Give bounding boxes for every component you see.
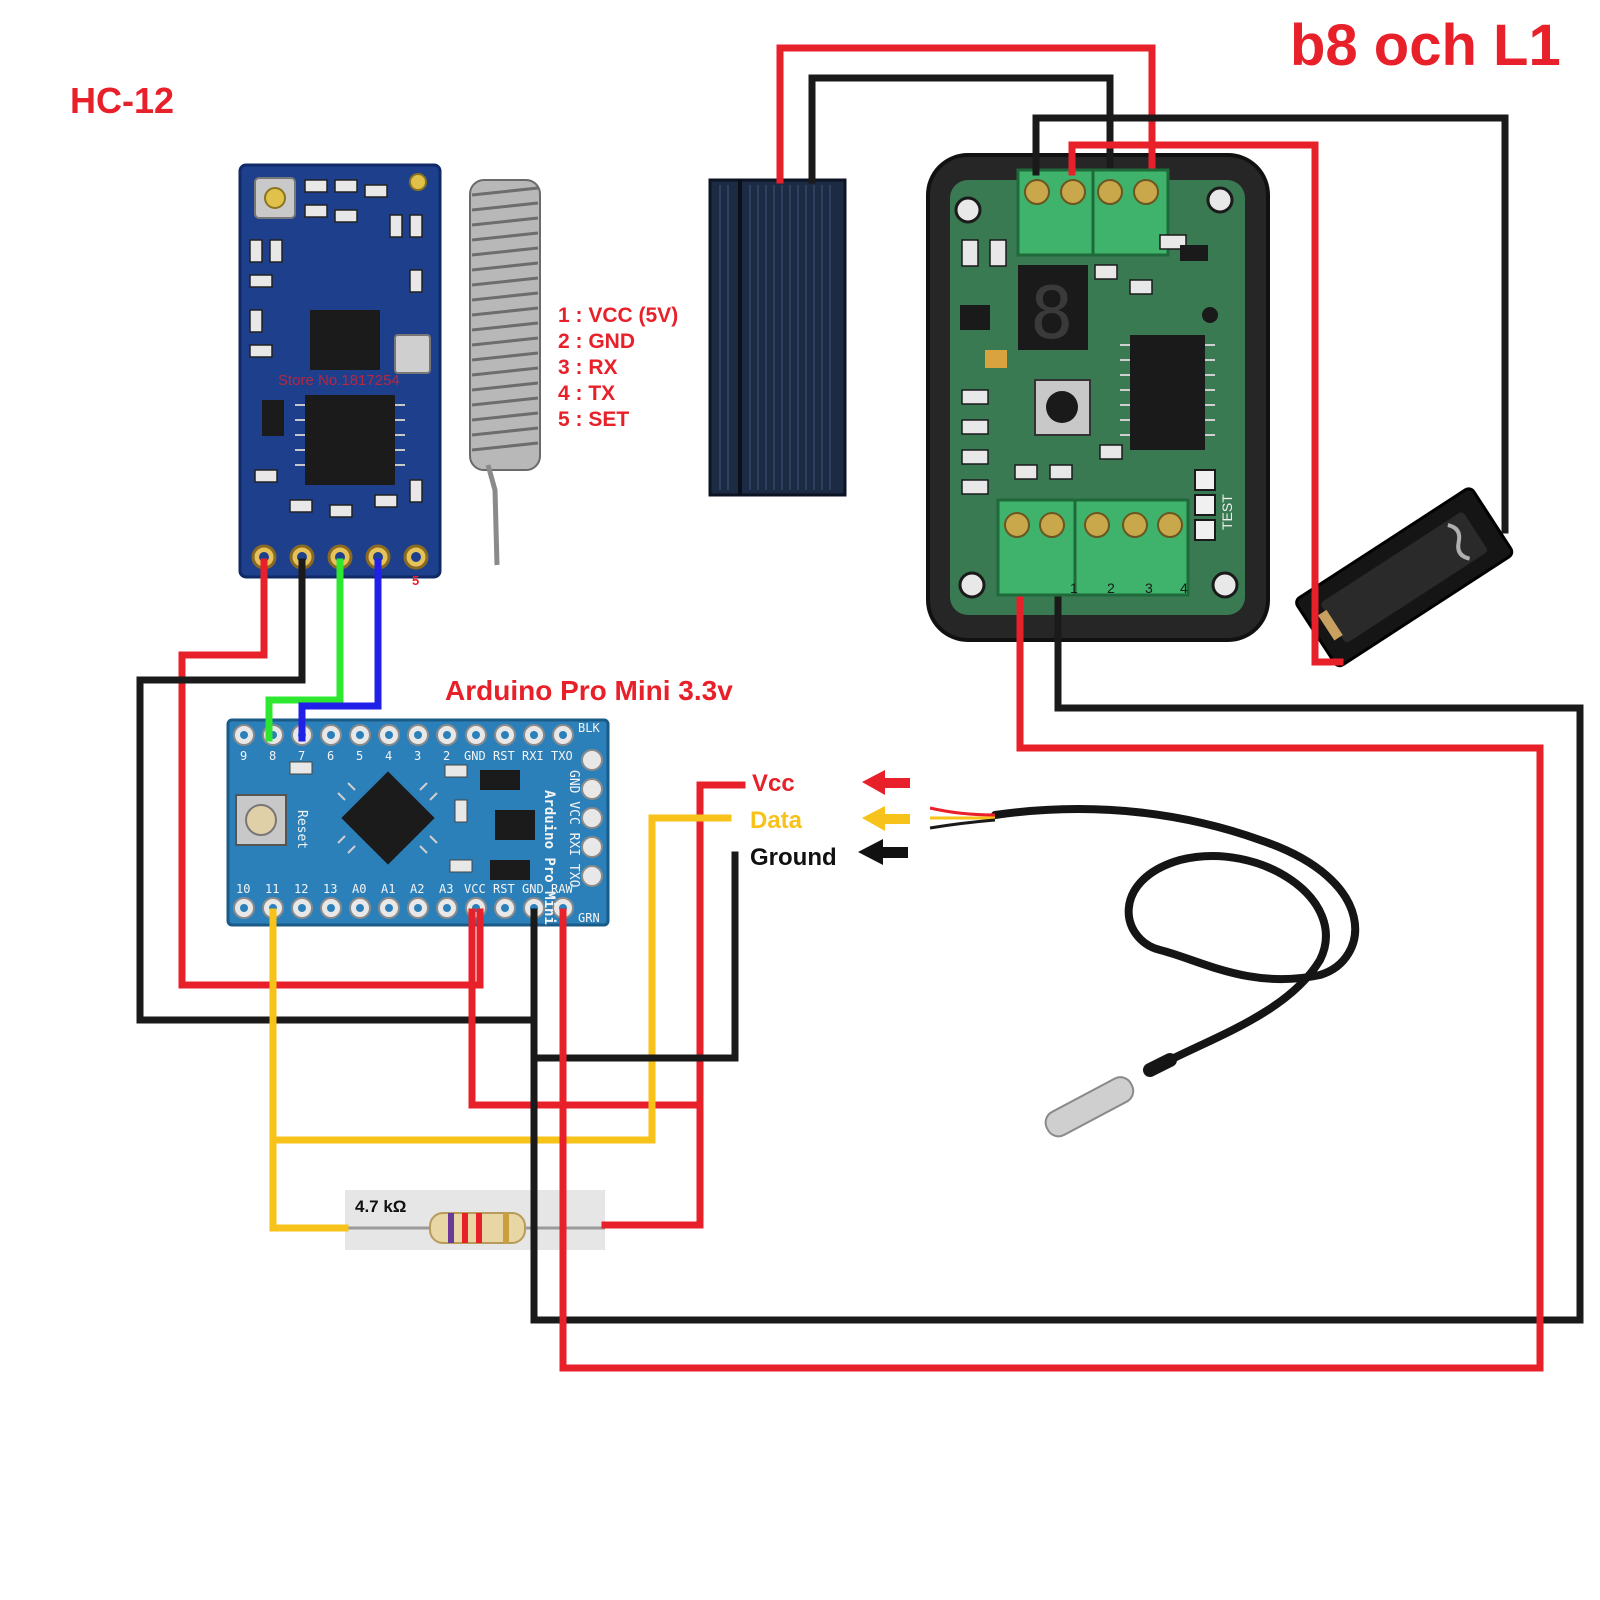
ard-bottom-pin-11: RAW: [551, 882, 573, 896]
wires: [136, 44, 1584, 1372]
ard-side-pins: GND VCC RXI TXO: [566, 770, 581, 888]
ard-bottom-pin-4: A0: [352, 882, 366, 896]
wire-arduino-gnd-to-controller: [530, 596, 1584, 1324]
ard-top-pin-9: RST: [493, 749, 515, 763]
ard-top-pin-0: 9: [240, 749, 247, 763]
ard-bottom-pin-10: GND: [522, 882, 544, 896]
wire-data-pin11: [269, 908, 349, 1232]
ard-board-name: Arduino Pro Mini: [541, 790, 557, 925]
hc12-pin5-mark: 5: [412, 573, 419, 588]
ard-top-pin-2: 7: [298, 749, 305, 763]
ard-top-pin-1: 8: [269, 749, 276, 763]
resistor-label: 4.7 kΩ: [355, 1197, 406, 1216]
battery-holder: [1295, 487, 1514, 668]
hc12-pin-label-1: 1 : VCC (5V): [558, 304, 678, 327]
hc12-store-text: Store No.1817254: [278, 372, 400, 389]
controller-pin-2: 2: [1107, 580, 1115, 596]
ard-bottom-pin-0: 10: [236, 882, 250, 896]
wire-data-to-sensor: [269, 814, 732, 1144]
solar-panel: [708, 178, 847, 497]
hc12-pin-label-4: 4 : TX: [558, 382, 615, 405]
hc12-pin-label-2: 2 : GND: [558, 330, 635, 353]
ard-top-pin-5: 4: [385, 749, 392, 763]
arrow-data: [862, 806, 910, 831]
controller-pin-4: 4: [1180, 580, 1188, 596]
main-title: b8 och L1: [1290, 13, 1561, 78]
temperature-sensor: [929, 805, 1360, 1138]
hc12-module: Store No.1817254 5: [238, 163, 442, 588]
arrow-vcc: [862, 770, 910, 795]
wire-hc12-rx: [265, 558, 344, 742]
arduino-title: Arduino Pro Mini 3.3v: [445, 675, 733, 706]
wire-ground-to-sensor: [530, 851, 739, 1062]
wire-battery-negative: [1032, 114, 1509, 534]
hc12-pin-label-3: 3 : RX: [558, 356, 618, 379]
hc12-pin-list: 1 : VCC (5V) 2 : GND 3 : RX 4 : TX 5 : S…: [558, 304, 678, 431]
hc12-pin-label-5: 5 : SET: [558, 408, 629, 431]
ard-top-pin-10: RXI: [522, 749, 544, 763]
ard-top-pin-8: GND: [464, 749, 486, 763]
ard-bottom-pin-9: RST: [493, 882, 515, 896]
arduino-pro-mini: 9 8 7 6 5 4 3 2 GND RST RXI TXO BLK 10 1…: [226, 718, 610, 927]
controller-board: 8 TEST: [926, 153, 1270, 642]
ard-bottom-pin-8: VCC: [464, 882, 486, 896]
ard-bottom-pin-5: A1: [381, 882, 395, 896]
spring-antenna: [469, 179, 541, 566]
wire-battery-positive: [1068, 141, 1344, 666]
wire-solar-positive: [776, 44, 1156, 184]
controller-pin-3: 3: [1145, 580, 1153, 596]
ard-bottom-pin-1: 11: [265, 882, 279, 896]
ard-bottom-pin-7: A3: [439, 882, 453, 896]
ard-reset-label: Reset: [294, 810, 309, 849]
ard-top-pin-6: 3: [414, 749, 421, 763]
controller-test-label: TEST: [1219, 494, 1235, 530]
sensor-vcc-label: Vcc: [752, 770, 795, 797]
controller-digit: 8: [1030, 271, 1073, 355]
sensor-data-label: Data: [750, 807, 803, 834]
wire-hc12-vcc: [178, 558, 484, 989]
controller-pin-1: 1: [1070, 580, 1078, 596]
arrow-ground: [858, 839, 908, 865]
ard-top-pin-4: 5: [356, 749, 363, 763]
ard-bottom-pin-2: 12: [294, 882, 308, 896]
wire-arduino-raw-to-controller: [559, 596, 1544, 1372]
ard-top-pin-3: 6: [327, 749, 334, 763]
hc12-title: HC-12: [70, 80, 174, 121]
wire-resistor-to-vcc: [601, 1101, 704, 1229]
sensor-arrows: [858, 770, 910, 865]
ard-bottom-pin-3: 13: [323, 882, 337, 896]
ard-top-pin-11: TXO: [551, 749, 573, 763]
ard-grn-label: GRN: [578, 911, 600, 925]
wire-hc12-tx: [298, 558, 382, 742]
sensor-ground-label: Ground: [750, 844, 837, 871]
ard-top-pin-7: 2: [443, 749, 450, 763]
ard-bottom-pin-6: A2: [410, 882, 424, 896]
ard-blk-label: BLK: [578, 721, 600, 735]
